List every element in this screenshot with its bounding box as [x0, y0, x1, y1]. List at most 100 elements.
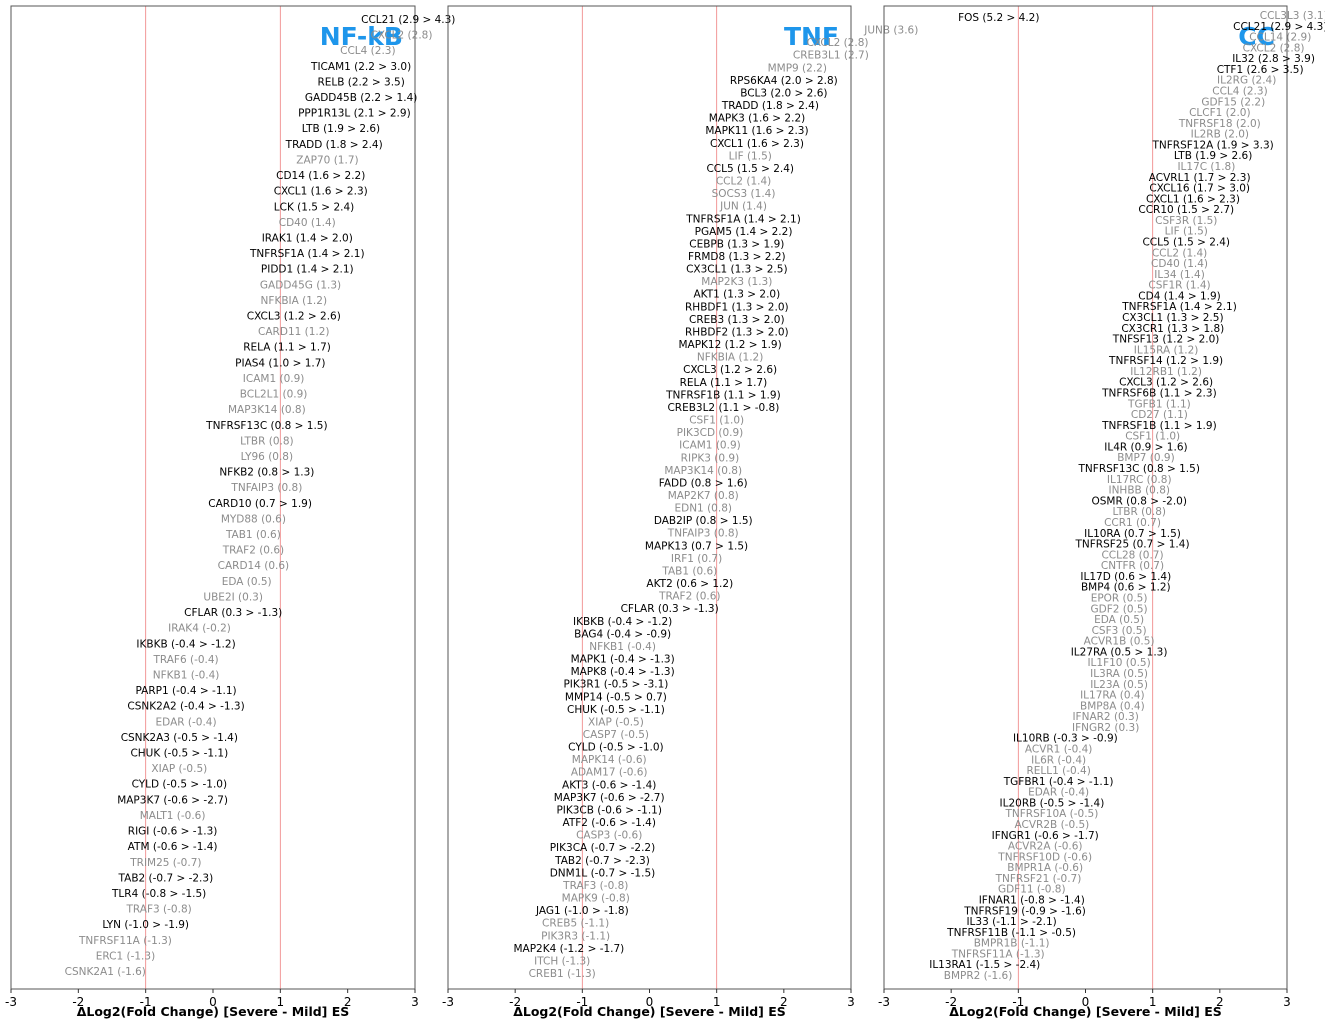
- gene-point-label: TRAF2 (0.6): [658, 591, 720, 603]
- gene-point-label: OSMR (0.8 > -2.0): [1091, 495, 1186, 507]
- gene-point-label: CX3CL1 (1.3 > 2.5): [686, 264, 787, 276]
- gene-point-label: TNFRSF21 (-0.7): [995, 873, 1082, 885]
- gene-point-label: PIAS4 (1.0 > 1.7): [235, 357, 325, 369]
- gene-point-label: EDAR (-0.4): [156, 716, 217, 728]
- gene-point-label: IL17D (0.6 > 1.4): [1080, 571, 1171, 583]
- gene-point-label: TNFRSF11A (-1.3): [78, 935, 172, 947]
- x-axis-label: ΔLog2(Fold Change) [Severe - Mild] ES: [513, 1004, 786, 1019]
- gene-point-label: PIK3R1 (-0.5 > -3.1): [563, 679, 668, 691]
- gene-point-label: TNFRSF10D (-0.6): [997, 851, 1092, 863]
- gene-point-label: NFKB1 (-0.4): [589, 641, 656, 653]
- x-tick-label: -3: [878, 995, 890, 1009]
- gene-point-label: NFKBIA (1.2): [697, 352, 764, 364]
- gene-point-label: LTB (1.9 > 2.6): [302, 123, 380, 135]
- gene-point-label: MAPK14 (-0.6): [572, 754, 647, 766]
- gene-point-label: CARD11 (1.2): [258, 326, 330, 338]
- gene-point-label: CCL2 (1.4): [1152, 247, 1207, 259]
- gene-point-label: TGFBR1 (-0.4 > -1.1): [1003, 776, 1114, 788]
- gene-point-label: GDF15 (2.2): [1201, 96, 1265, 108]
- gene-point-label: SOCS3 (1.4): [712, 188, 776, 200]
- gene-point-label: NFKB1 (-0.4): [153, 669, 220, 681]
- gene-point-label: TLR4 (-0.8 > -1.5): [111, 888, 206, 900]
- gene-point-label: CXCL3 (1.2 > 2.6): [683, 364, 777, 376]
- gene-point-label: GDF11 (-0.8): [998, 884, 1066, 896]
- gene-point-label: CREB5 (-1.1): [542, 918, 609, 930]
- gene-point-label: LY96 (0.8): [241, 451, 293, 463]
- gene-point-label: CASP7 (-0.5): [583, 729, 649, 741]
- gene-point-label: CXCL2 (2.8): [371, 30, 433, 42]
- gene-point-label: BCL2L1 (0.9): [240, 389, 308, 401]
- gene-point-label: CARD10 (0.7 > 1.9): [208, 498, 312, 510]
- x-tick-label: -2: [509, 995, 521, 1009]
- gene-point-label: GADD45B (2.2 > 1.4): [305, 92, 417, 104]
- gene-point-label: IL33 (-1.1 > -2.1): [966, 916, 1056, 928]
- gene-point-label: TNFRSF10A (-0.5): [1004, 808, 1098, 820]
- gene-point-label: PIK3CA (-0.7 > -2.2): [550, 842, 656, 854]
- gene-point-label: TRIM25 (-0.7): [129, 857, 201, 869]
- gene-point-label: PPP1R13L (2.1 > 2.9): [298, 108, 411, 120]
- gene-point-label: IL12RB1 (1.2): [1130, 366, 1202, 378]
- gene-point-label: ZAP70 (1.7): [296, 154, 358, 166]
- gene-point-label: TNFRSF1A (1.4 > 2.1): [685, 213, 801, 225]
- gene-point-label: IRAK4 (-0.2): [168, 623, 231, 635]
- gene-point-label: CCL5 (1.5 > 2.4): [1142, 237, 1230, 249]
- gene-point-label: CCL28 (0.7): [1101, 549, 1163, 561]
- gene-point-label: XIAP (-0.5): [588, 716, 644, 728]
- gene-point-label: TAB1 (0.6): [225, 529, 281, 541]
- gene-point-label: CXCL2 (2.8): [807, 37, 869, 49]
- gene-point-label: EDN1 (0.8): [674, 503, 731, 515]
- gene-point-label: UBE2I (0.3): [203, 591, 263, 603]
- gene-point-label: CCR1 (0.7): [1104, 517, 1161, 529]
- gene-point-label: CYLD (-0.5 > -1.0): [132, 779, 227, 791]
- gene-point-label: RELA (1.1 > 1.7): [680, 377, 768, 389]
- gene-point-label: IL17RC (0.8): [1107, 474, 1172, 486]
- gene-point-label: CCR10 (1.5 > 2.7): [1138, 204, 1234, 216]
- gene-point-label: ICAM1 (0.9): [679, 440, 741, 452]
- gene-point-label: CD27 (1.1): [1131, 409, 1188, 421]
- x-tick-label: 2: [1216, 995, 1224, 1009]
- gene-point-label: CYLD (-0.5 > -1.0): [568, 742, 663, 754]
- gene-point-label: ITCH (-1.3): [534, 955, 590, 967]
- gene-point-label: IL6R (-0.4): [1031, 754, 1086, 766]
- gene-point-label: XIAP (-0.5): [151, 763, 207, 775]
- gene-point-label: ACVR1B (0.5): [1084, 636, 1155, 648]
- gene-point-label: BMPR1A (-0.6): [1007, 862, 1083, 874]
- x-tick-label: 2: [780, 995, 788, 1009]
- gene-point-label: FADD (0.8 > 1.6): [659, 477, 748, 489]
- gene-point-label: MAP3K7 (-0.6 > -2.7): [554, 792, 665, 804]
- gene-point-label: AKT3 (-0.6 > -1.4): [562, 779, 656, 791]
- gene-point-label: IL34 (1.4): [1154, 269, 1205, 281]
- gene-point-label: TNFAIP3 (0.8): [230, 482, 302, 494]
- gene-point-label: MAP3K14 (0.8): [664, 465, 742, 477]
- gene-point-label: AKT2 (0.6 > 1.2): [646, 578, 733, 590]
- gene-point-label: DAB2IP (0.8 > 1.5): [654, 515, 753, 527]
- gene-point-label: CHUK (-0.5 > -1.1): [567, 704, 665, 716]
- gene-point-label: CREB3L1 (2.7): [793, 50, 869, 62]
- gene-point-label: IL2RB (2.0): [1191, 129, 1249, 141]
- gene-point-label: TNFRSF1A (1.4 > 2.1): [1121, 301, 1237, 313]
- gene-point-label: EDA (0.5): [1094, 614, 1144, 626]
- gene-point-label: EDA (0.5): [222, 576, 272, 588]
- gene-point-label: MMP14 (-0.5 > 0.7): [565, 691, 667, 703]
- gene-point-label: MAPK8 (-0.4 > -1.3): [571, 666, 675, 678]
- panel-title: CC: [1238, 22, 1275, 51]
- x-tick-label: -1: [1012, 995, 1024, 1009]
- x-tick-label: 3: [411, 995, 419, 1009]
- x-tick-label: -1: [576, 995, 588, 1009]
- gene-point-label: CX3CL1 (1.3 > 2.5): [1122, 312, 1223, 324]
- gene-point-label: CASP3 (-0.6): [576, 830, 642, 842]
- gene-point-label: CXCL1 (1.6 > 2.3): [710, 138, 804, 150]
- gene-point-label: IRF1 (0.7): [671, 553, 722, 565]
- gene-point-label: RELA (1.1 > 1.7): [243, 342, 331, 354]
- gene-point-label: MMP9 (2.2): [768, 62, 827, 74]
- gene-point-label: TNFRSF14 (1.2 > 1.9): [1108, 355, 1223, 367]
- gene-point-label: ACVR1 (-0.4): [1025, 743, 1093, 755]
- gene-point-label: BMP4 (0.6 > 1.2): [1081, 582, 1171, 594]
- gene-point-label: IL3RA (0.5): [1090, 668, 1148, 680]
- gene-point-label: CHUK (-0.5 > -1.1): [130, 748, 228, 760]
- x-tick-label: -2: [945, 995, 957, 1009]
- x-axis-label: ΔLog2(Fold Change) [Severe - Mild] ES: [949, 1004, 1222, 1019]
- gene-point-label: ATF2 (-0.6 > -1.4): [562, 817, 655, 829]
- gene-point-label: CCL3L3 (3.1): [1260, 10, 1325, 22]
- gene-point-label: CFLAR (0.3 > -1.3): [621, 603, 719, 615]
